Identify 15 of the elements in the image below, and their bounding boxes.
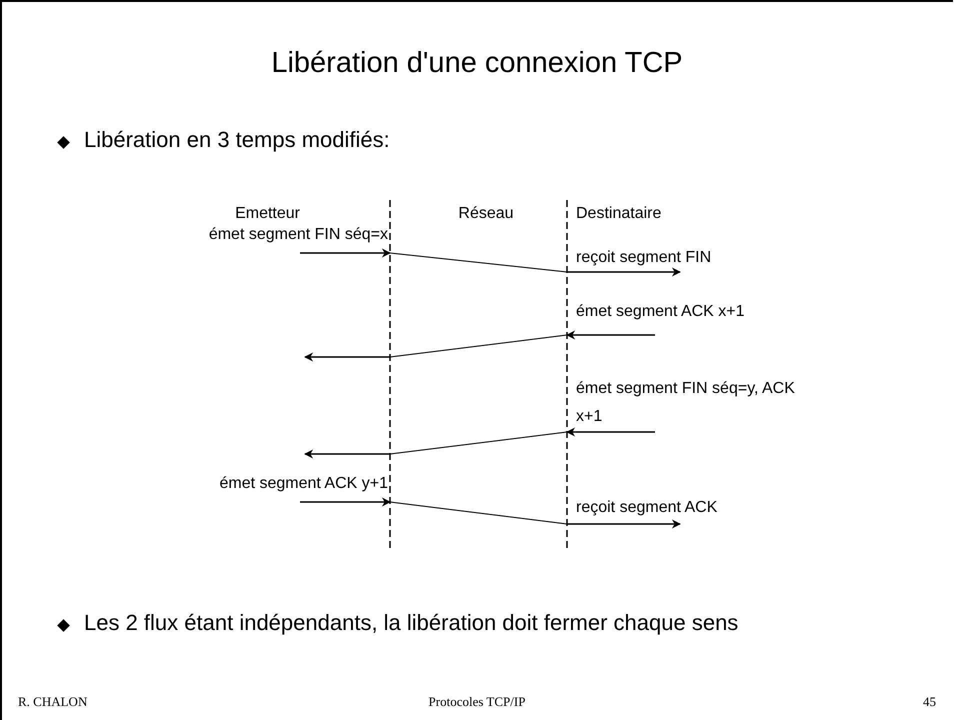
author-footer: R. CHALON xyxy=(18,694,88,710)
bullet-text: Libération en 3 temps modifiés: xyxy=(84,127,390,154)
column-heading: Réseau xyxy=(457,204,515,224)
message-label: émet segment FIN séq=y, ACK x+1 xyxy=(576,379,796,427)
message-label: émet segment ACK x+1 xyxy=(576,302,745,322)
page-number: 45 xyxy=(923,694,936,710)
message-label: reçoit segment FIN xyxy=(576,248,712,268)
course-footer: Protocoles TCP/IP xyxy=(377,694,577,710)
lifeline-heading: Emetteur xyxy=(235,204,300,224)
lifeline-heading: Destinataire xyxy=(576,204,662,224)
message-label: émet segment ACK y+1 xyxy=(219,474,388,494)
slide-title: Libération d'une connexion TCP xyxy=(270,46,684,81)
message-label: reçoit segment ACK xyxy=(576,498,718,518)
bullet-text: Les 2 flux étant indépendants, la libération doit fermer chaque sens xyxy=(84,610,740,636)
message-label: émet segment FIN séq=x xyxy=(208,225,388,244)
